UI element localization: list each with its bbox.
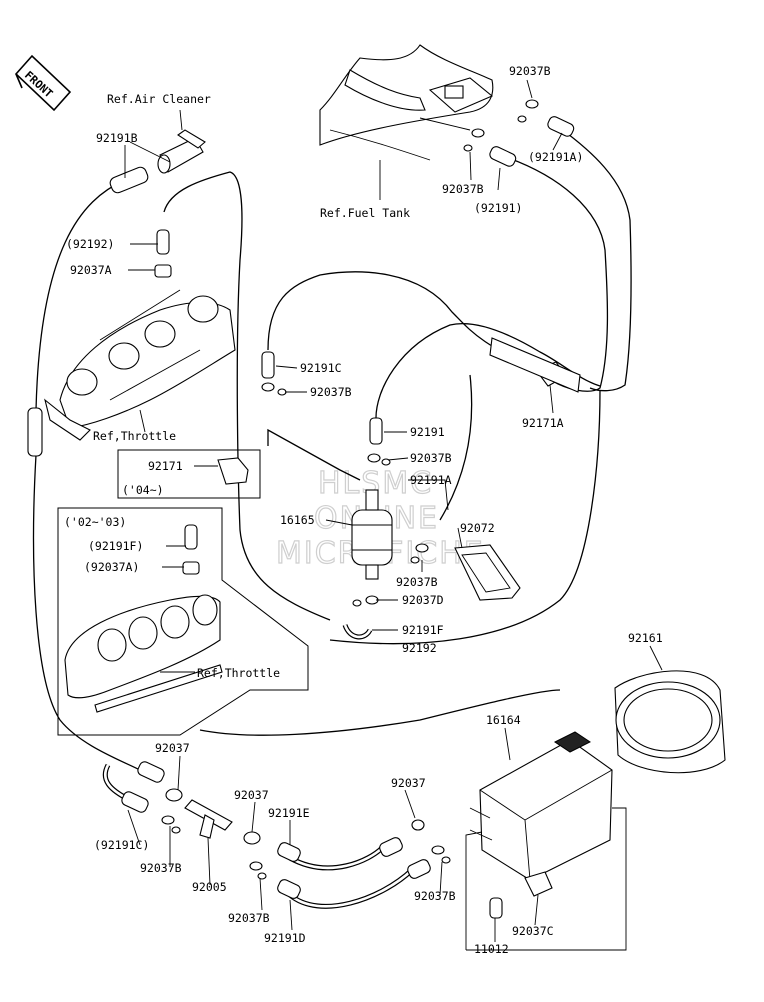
- part-label: 92037: [391, 776, 426, 790]
- part-label: 92161: [628, 631, 663, 645]
- part-label: 92191C: [300, 361, 342, 375]
- canister-cover: [614, 670, 726, 774]
- part-label: 92191: [410, 425, 445, 439]
- part-label: 16164: [486, 713, 521, 727]
- tube-fittings: [27, 116, 575, 919]
- note-04: ('04~): [122, 483, 164, 497]
- part-label: 92037B: [442, 182, 484, 196]
- ref-throttle-upper: Ref,Throttle: [93, 429, 176, 443]
- part-label: 92037C: [512, 924, 554, 938]
- part-label: 92171A: [522, 416, 564, 430]
- front-arrow-icon: FRONT: [14, 54, 72, 112]
- part-label: 92037B: [509, 64, 551, 78]
- part-label: 11012: [474, 942, 509, 956]
- part-label: (92191F): [88, 539, 143, 553]
- part-label: 92037B: [414, 889, 456, 903]
- hose-routes: [32, 127, 632, 771]
- clamps: [161, 99, 539, 880]
- part-label: 92037: [234, 788, 269, 802]
- part-label: 92171: [148, 459, 183, 473]
- part-label: 92037: [155, 741, 190, 755]
- ref-fuel-tank: Ref.Fuel Tank: [320, 206, 410, 220]
- part-label: 92037B: [396, 575, 438, 589]
- part-label: 92037A: [70, 263, 112, 277]
- part-label: 92191E: [268, 806, 310, 820]
- leader-lines: [124, 79, 663, 951]
- part-label: 92191B: [96, 131, 138, 145]
- ref-air-cleaner: Ref.Air Cleaner: [107, 92, 211, 106]
- clip-92037c: [524, 871, 553, 897]
- part-label: 16165: [280, 513, 315, 527]
- throttle-body-lower: [64, 594, 223, 713]
- part-label: (92191C): [94, 838, 149, 852]
- fuel-tank-illustration: [319, 44, 494, 161]
- part-label: 92072: [460, 521, 495, 535]
- note-02-03: ('02~'03): [64, 515, 126, 529]
- fuel-filter: [351, 489, 393, 580]
- part-label: (92192): [66, 237, 114, 251]
- ref-throttle-lower: Ref,Throttle: [197, 666, 280, 680]
- part-label: 92192: [402, 641, 437, 655]
- part-label: 92191F: [402, 623, 444, 637]
- t-connector: [184, 799, 233, 839]
- part-label: (92191): [474, 201, 522, 215]
- part-label: 92005: [192, 880, 227, 894]
- part-label: 92037B: [228, 911, 270, 925]
- part-label: (92037A): [84, 560, 139, 574]
- hose-clips: [217, 337, 581, 485]
- part-label: (92191A): [528, 150, 583, 164]
- part-label: 92037B: [310, 385, 352, 399]
- bracket: [454, 544, 521, 601]
- part-label: 92037B: [410, 451, 452, 465]
- throttle-body-upper: [44, 289, 236, 441]
- part-label: 92037B: [140, 861, 182, 875]
- air-cleaner-fitting: [157, 129, 206, 174]
- part-label: 92191A: [410, 473, 452, 487]
- part-label: 92191D: [264, 931, 306, 945]
- canister: [469, 731, 613, 881]
- part-label: 92037D: [402, 593, 444, 607]
